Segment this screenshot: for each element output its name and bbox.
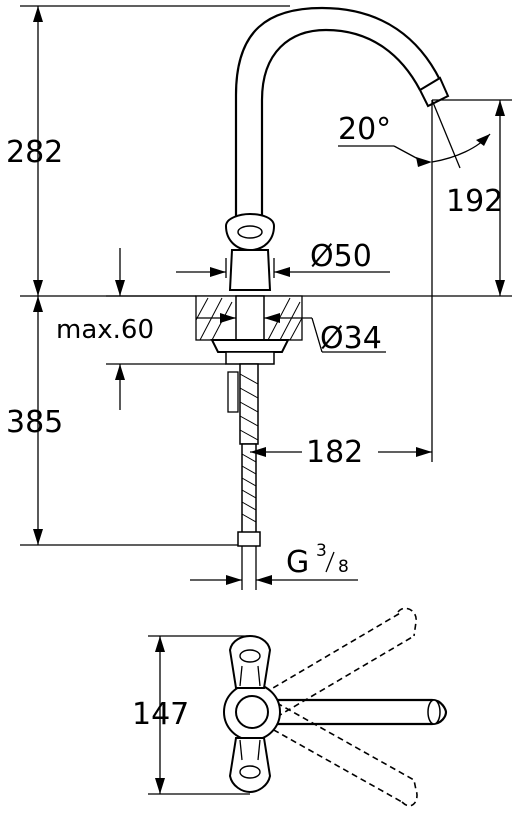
angle-label: 20° <box>338 112 391 147</box>
handle-top-cap <box>239 649 261 663</box>
dim-147-label: 147 <box>132 697 189 732</box>
spout-rotated-up-tip <box>397 607 417 637</box>
handle-bottom <box>228 737 272 794</box>
dim-g38-label-num: 3 <box>316 541 327 561</box>
handle-bottom-ridge-2 <box>257 739 261 761</box>
dim-385-label: 385 <box>6 405 63 440</box>
spout-top-view <box>252 698 448 726</box>
hose-side-connector <box>227 371 239 413</box>
spout-aerator <box>418 76 450 108</box>
spout-rotated-up <box>255 611 415 723</box>
dim-g38-fraction-bar <box>325 551 335 573</box>
angle-leader-2 <box>393 145 421 161</box>
hose-end-fitting <box>237 531 261 547</box>
handle-bottom-ridge-1 <box>239 739 243 761</box>
dim-g38-label-main: G <box>286 545 309 580</box>
angle-ray <box>431 99 461 169</box>
side-view: 282 385 192 20° Ø50 <box>6 5 512 590</box>
dim-192-label: 192 <box>446 184 503 219</box>
mounting-washer <box>225 351 275 365</box>
dim-o34-leader <box>311 317 323 353</box>
handle-top-ridge-1 <box>239 665 243 687</box>
spout-rotated-down <box>255 697 415 803</box>
shank <box>235 295 265 347</box>
dim-o34-label: Ø34 <box>320 321 382 356</box>
spout-outer <box>234 6 441 228</box>
dim-282-label: 282 <box>6 135 63 170</box>
handle-indicator <box>237 225 263 239</box>
dim-o50-label: Ø50 <box>310 239 372 274</box>
mounting-nut <box>210 339 290 353</box>
dim-max60-label: max.60 <box>56 315 154 345</box>
tap-body <box>228 249 272 291</box>
spout-rotated-down-tip <box>401 779 418 807</box>
spout-inner <box>260 28 421 228</box>
handle-bottom-cap <box>239 765 261 779</box>
handle-top-ridge-2 <box>257 665 261 687</box>
hose-braid-upper <box>239 373 259 441</box>
hose-braid-lower <box>241 453 257 523</box>
spout-top-tip <box>427 699 441 725</box>
top-view: 147 <box>132 607 448 807</box>
dim-182-label: 182 <box>306 435 363 470</box>
body-center <box>235 695 269 729</box>
dim-g38-label-den: 8 <box>338 557 349 577</box>
